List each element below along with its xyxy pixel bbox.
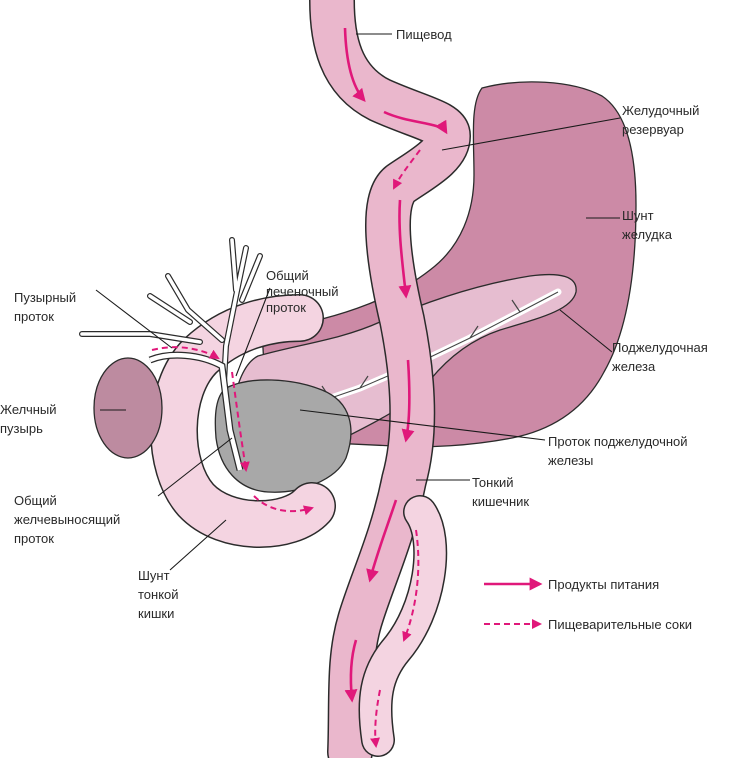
juice-flow-arrow	[402, 529, 420, 642]
food-flow-arrow	[383, 110, 448, 135]
legend-juices-label: Пищеварительные соки	[548, 617, 692, 632]
gallbladder-shape	[93, 357, 163, 459]
legend-food-label: Продукты питания	[548, 577, 659, 592]
legend: Продукты питания Пищеварительные соки	[484, 577, 692, 632]
juice-flow-arrow	[151, 346, 220, 359]
juice-flow-arrow	[253, 495, 314, 516]
food-flow-arrow	[343, 27, 366, 102]
food-flow-arrow	[401, 359, 415, 443]
juice-flow-arrow	[393, 149, 421, 190]
food-flow-arrow	[398, 199, 412, 299]
juice-flow-arrow	[231, 371, 250, 472]
food-flow-arrow	[366, 499, 398, 583]
label-esophagus: Пищевод	[396, 27, 452, 42]
juice-flow-arrow	[370, 689, 381, 748]
food-flow-arrow	[344, 639, 358, 703]
